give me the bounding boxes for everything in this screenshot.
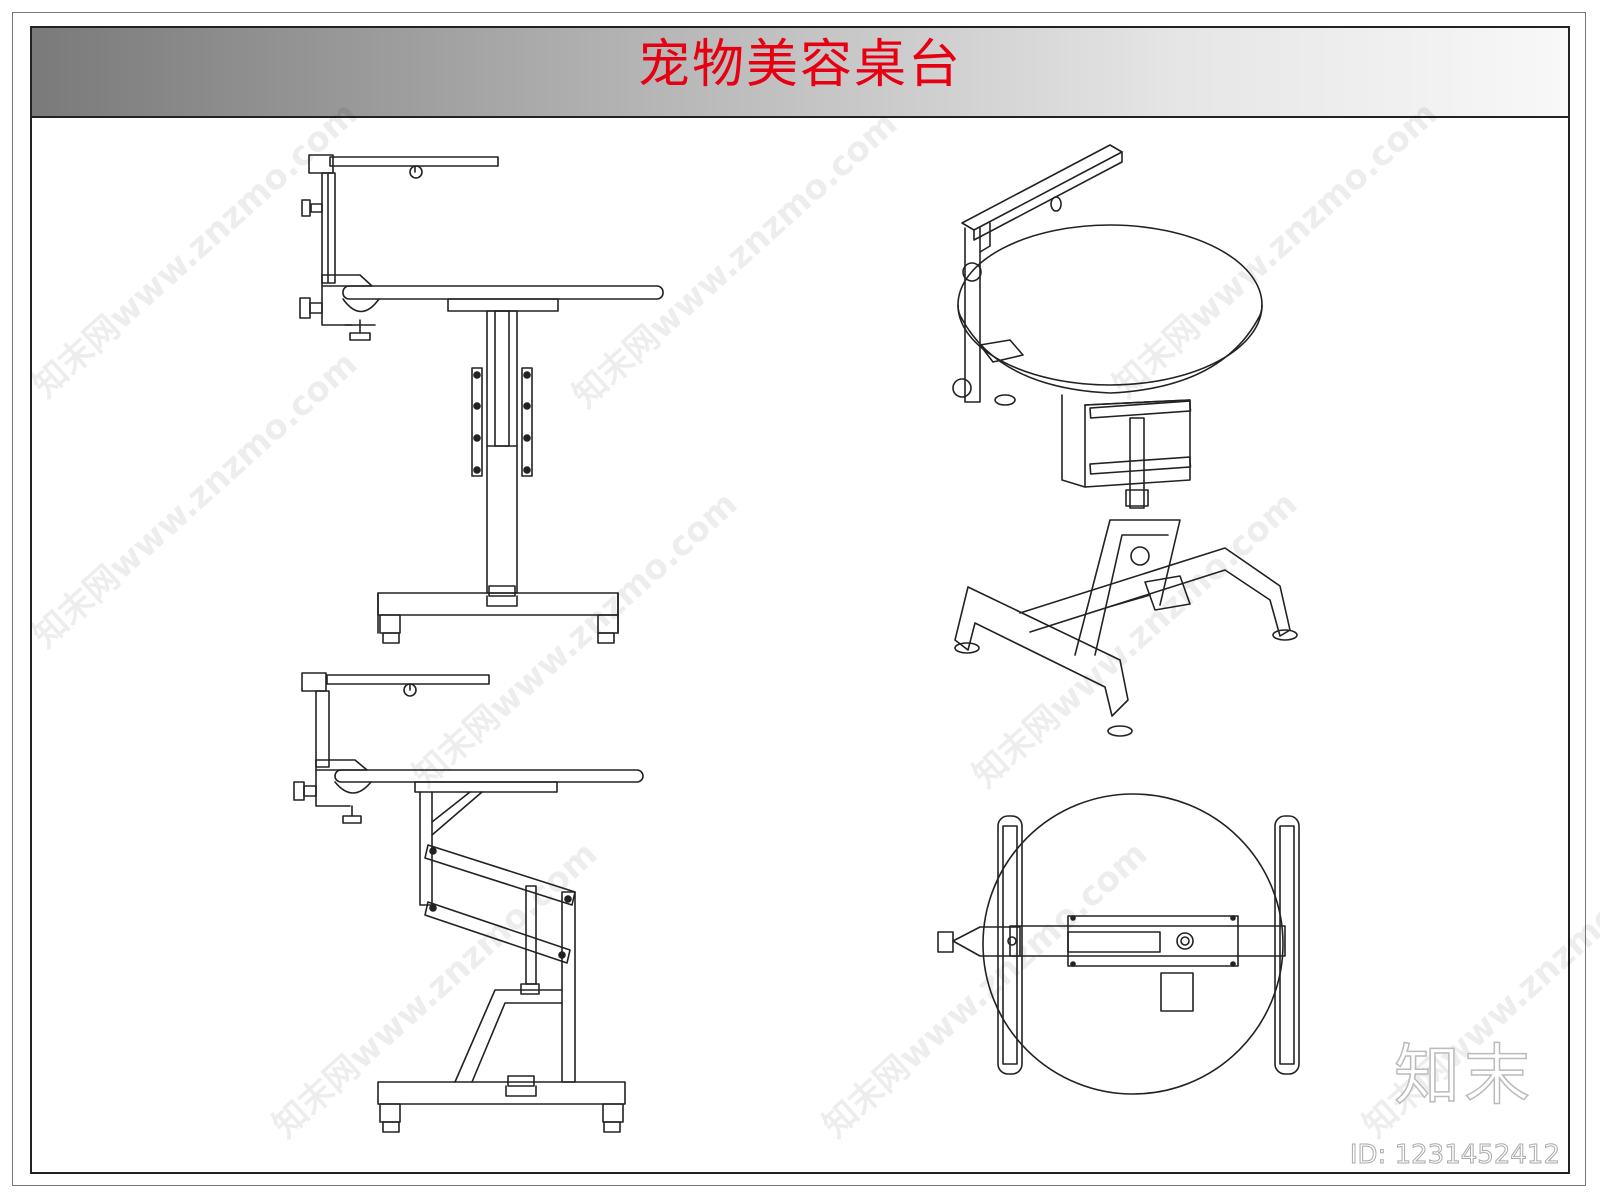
side-view-upper	[299, 154, 664, 644]
isometric-view	[952, 144, 1298, 737]
outer-border	[12, 12, 1586, 1186]
top-view	[937, 793, 1300, 1095]
image-id-label: ID: 1231452412	[1349, 1140, 1560, 1171]
side-view-lower	[293, 672, 644, 1133]
brand-logo: 知末	[1393, 1036, 1534, 1115]
title-bar	[32, 28, 1568, 118]
drawing-title: 宠物美容桌台	[637, 34, 962, 95]
inner-border	[30, 26, 1570, 1174]
